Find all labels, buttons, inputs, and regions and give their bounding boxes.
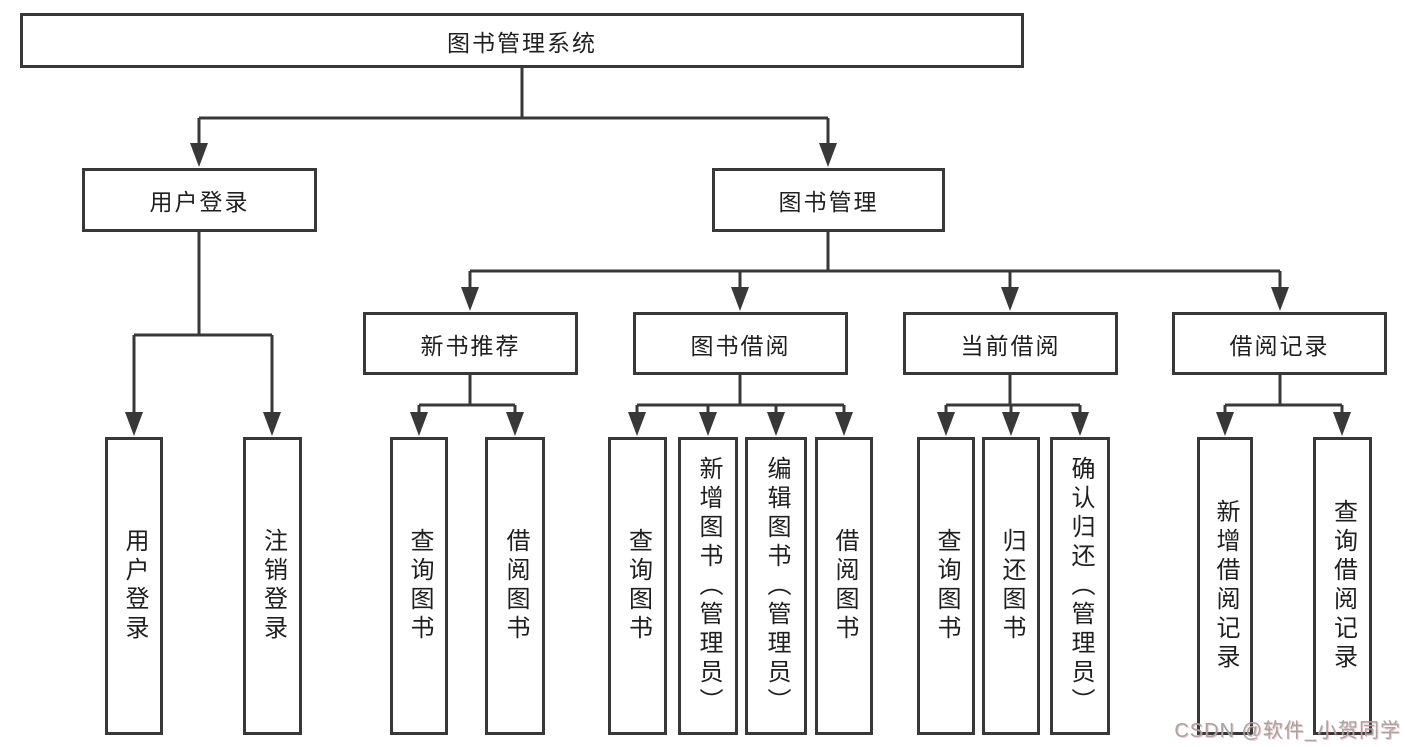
- arrowhead: [628, 412, 646, 436]
- arrowhead: [506, 412, 524, 436]
- arrowhead: [731, 287, 749, 311]
- connector-book-mgmt-children: [461, 232, 1289, 311]
- node-library-system: 图书管理系统: [20, 13, 1024, 68]
- node-user-login-label: 用户登录: [149, 189, 250, 215]
- arrowhead: [1216, 412, 1234, 436]
- connector-book-borrow-children: [628, 375, 853, 436]
- leaf-confirm-return-admin-label: 确认归还（管理员）: [1067, 455, 1094, 717]
- node-book-management: 图书管理: [712, 168, 945, 232]
- arrowhead: [1071, 412, 1089, 436]
- arrowhead: [1001, 287, 1019, 311]
- leaf-query-book-recommend: 查询图书: [390, 437, 448, 735]
- leaf-edit-book-admin-label: 编辑图书（管理员）: [763, 455, 790, 717]
- leaf-return-book-label: 归还图书: [998, 528, 1025, 644]
- node-new-book-recommend-label: 新书推荐: [420, 332, 521, 359]
- connector-borrow-record-children: [1216, 375, 1351, 436]
- leaf-logout-label: 注销登录: [259, 528, 287, 644]
- leaf-borrow-book-label: 借阅图书: [831, 528, 858, 644]
- arrowhead: [1002, 412, 1020, 436]
- leaf-logout: 注销登录: [243, 437, 302, 735]
- node-user-login: 用户登录: [82, 168, 317, 232]
- leaf-add-book-admin-label: 新增图书（管理员）: [695, 455, 722, 717]
- arrowhead: [125, 412, 143, 436]
- arrowhead: [190, 143, 208, 167]
- node-borrow-record-label: 借阅记录: [1229, 332, 1330, 359]
- leaf-return-book: 归还图书: [982, 437, 1040, 735]
- leaf-borrow-book: 借阅图书: [815, 437, 873, 735]
- leaf-confirm-return-admin: 确认归还（管理员）: [1050, 437, 1110, 735]
- arrowhead: [767, 412, 785, 436]
- leaf-query-borrow-record: 查询借阅记录: [1313, 437, 1372, 735]
- node-new-book-recommend: 新书推荐: [363, 312, 578, 375]
- arrowhead: [263, 412, 281, 436]
- leaf-borrow-book-recommend: 借阅图书: [485, 437, 545, 735]
- node-current-borrow-label: 当前借阅: [960, 332, 1061, 359]
- leaf-user-login-label: 用户登录: [121, 528, 148, 644]
- node-book-borrow: 图书借阅: [633, 312, 848, 375]
- arrowhead: [699, 412, 717, 436]
- csdn-watermark: CSDN @软件_小贺同学: [1174, 720, 1401, 742]
- connector-user-login-children: [125, 232, 281, 436]
- arrowhead: [835, 412, 853, 436]
- arrowhead: [410, 412, 428, 436]
- leaf-add-book-admin: 新增图书（管理员）: [678, 437, 738, 735]
- leaf-query-book-borrow-label: 查询图书: [624, 528, 652, 644]
- arrowhead: [461, 287, 479, 311]
- leaf-add-borrow-record: 新增借阅记录: [1197, 437, 1253, 735]
- leaf-query-book-current: 查询图书: [917, 437, 975, 735]
- connector-root-to-level2: [190, 68, 837, 167]
- connector-new-book-rec-children: [410, 375, 524, 436]
- arrowhead: [937, 412, 955, 436]
- node-book-management-label: 图书管理: [778, 189, 879, 215]
- node-library-system-label: 图书管理系统: [447, 29, 597, 56]
- leaf-query-book-current-label: 查询图书: [933, 528, 960, 644]
- arrowhead: [1271, 287, 1289, 311]
- leaf-query-book-recommend-label: 查询图书: [406, 528, 433, 644]
- connector-current-borrow-children: [937, 375, 1089, 436]
- arrowhead: [819, 143, 837, 167]
- leaf-user-login: 用户登录: [105, 437, 163, 735]
- node-current-borrow: 当前借阅: [903, 312, 1118, 375]
- leaf-edit-book-admin: 编辑图书（管理员）: [745, 437, 807, 735]
- leaf-query-borrow-record-label: 查询借阅记录: [1329, 499, 1357, 673]
- arrowhead: [1333, 412, 1351, 436]
- leaf-add-borrow-record-label: 新增借阅记录: [1212, 499, 1239, 673]
- node-borrow-record: 借阅记录: [1172, 312, 1387, 375]
- node-book-borrow-label: 图书借阅: [690, 332, 791, 359]
- leaf-borrow-book-recommend-label: 借阅图书: [502, 528, 529, 644]
- leaf-query-book-borrow: 查询图书: [608, 437, 667, 735]
